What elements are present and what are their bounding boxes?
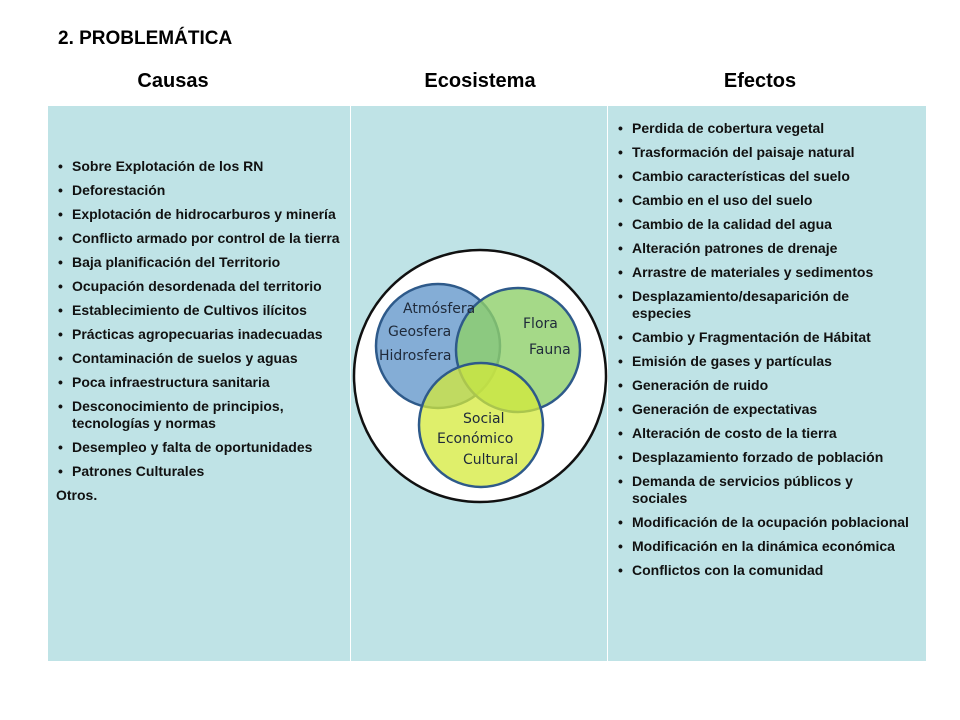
causa-item: Deforestación bbox=[50, 182, 340, 199]
efecto-item: Alteración patrones de drenaje bbox=[610, 240, 910, 257]
label-cultural: Cultural bbox=[463, 452, 518, 468]
header-causas: Causas bbox=[137, 70, 209, 92]
label-atmosfera: Atmósfera bbox=[403, 301, 475, 317]
efecto-item: Modificación de la ocupación poblacional bbox=[610, 514, 910, 531]
label-flora: Flora bbox=[523, 316, 558, 332]
label-social: Social bbox=[463, 411, 505, 427]
efectos-cell: Perdida de cobertura vegetal Trasformaci… bbox=[608, 106, 926, 661]
causas-container: Sobre Explotación de los RN Deforestació… bbox=[50, 158, 340, 503]
efecto-item: Generación de ruido bbox=[610, 377, 910, 394]
ecosistema-cell: Atmósfera Geosfera Hidrosfera Flora Faun… bbox=[351, 106, 608, 661]
label-hidrosfera: Hidrosfera bbox=[379, 348, 452, 364]
circle-social-economico-cultural bbox=[417, 361, 545, 489]
efecto-item: Cambio y Fragmentación de Hábitat bbox=[610, 329, 910, 346]
causa-item: Baja planificación del Territorio bbox=[50, 254, 340, 271]
causa-item: Conflicto armado por control de la tierr… bbox=[50, 230, 340, 247]
efecto-item: Trasformación del paisaje natural bbox=[610, 144, 910, 161]
efecto-item: Alteración de costo de la tierra bbox=[610, 425, 910, 442]
efecto-item: Emisión de gases y partículas bbox=[610, 353, 910, 370]
causa-item: Desempleo y falta de oportunidades bbox=[50, 439, 340, 456]
ecosistema-venn-diagram: Atmósfera Geosfera Hidrosfera Flora Faun… bbox=[352, 248, 608, 504]
causa-item: Establecimiento de Cultivos ilícitos bbox=[50, 302, 340, 319]
label-geosfera: Geosfera bbox=[388, 324, 451, 340]
causa-item: Contaminación de suelos y aguas bbox=[50, 350, 340, 367]
causa-item: Prácticas agropecuarias inadecuadas bbox=[50, 326, 340, 343]
causas-list: Sobre Explotación de los RN Deforestació… bbox=[50, 158, 340, 480]
label-economico: Económico bbox=[437, 431, 513, 447]
efecto-item: Generación de expectativas bbox=[610, 401, 910, 418]
causa-item: Poca infraestructura sanitaria bbox=[50, 374, 340, 391]
causa-item: Patrones Culturales bbox=[50, 463, 340, 480]
efecto-item: Cambio de la calidad del agua bbox=[610, 216, 910, 233]
header-efectos: Efectos bbox=[723, 70, 797, 92]
efecto-item: Modificación en la dinámica económica bbox=[610, 538, 910, 555]
causa-item: Desconocimiento de principios, tecnologí… bbox=[50, 398, 340, 432]
efecto-item: Desplazamiento forzado de población bbox=[610, 449, 910, 466]
efecto-item: Cambio características del suelo bbox=[610, 168, 910, 185]
efecto-item: Demanda de servicios públicos y sociales bbox=[610, 473, 910, 507]
label-fauna: Fauna bbox=[529, 342, 571, 358]
causa-item: Explotación de hidrocarburos y minería bbox=[50, 206, 340, 223]
efectos-container: Perdida de cobertura vegetal Trasformaci… bbox=[610, 120, 910, 586]
page-title: 2. PROBLEMÁTICA bbox=[58, 28, 233, 49]
efectos-list: Perdida de cobertura vegetal Trasformaci… bbox=[610, 120, 910, 579]
efecto-item: Conflictos con la comunidad bbox=[610, 562, 910, 579]
causas-cell: Sobre Explotación de los RN Deforestació… bbox=[48, 106, 351, 661]
otros-label: Otros. bbox=[56, 487, 98, 503]
problematica-table: Sobre Explotación de los RN Deforestació… bbox=[48, 106, 926, 661]
efecto-item: Arrastre de materiales y sedimentos bbox=[610, 264, 910, 281]
causa-item: Sobre Explotación de los RN bbox=[50, 158, 340, 175]
efecto-item: Perdida de cobertura vegetal bbox=[610, 120, 910, 137]
efecto-item: Cambio en el uso del suelo bbox=[610, 192, 910, 209]
causa-item: Ocupación desordenada del territorio bbox=[50, 278, 340, 295]
header-ecosistema: Ecosistema bbox=[424, 70, 536, 92]
efecto-item: Desplazamiento/desaparición de especies bbox=[610, 288, 910, 322]
